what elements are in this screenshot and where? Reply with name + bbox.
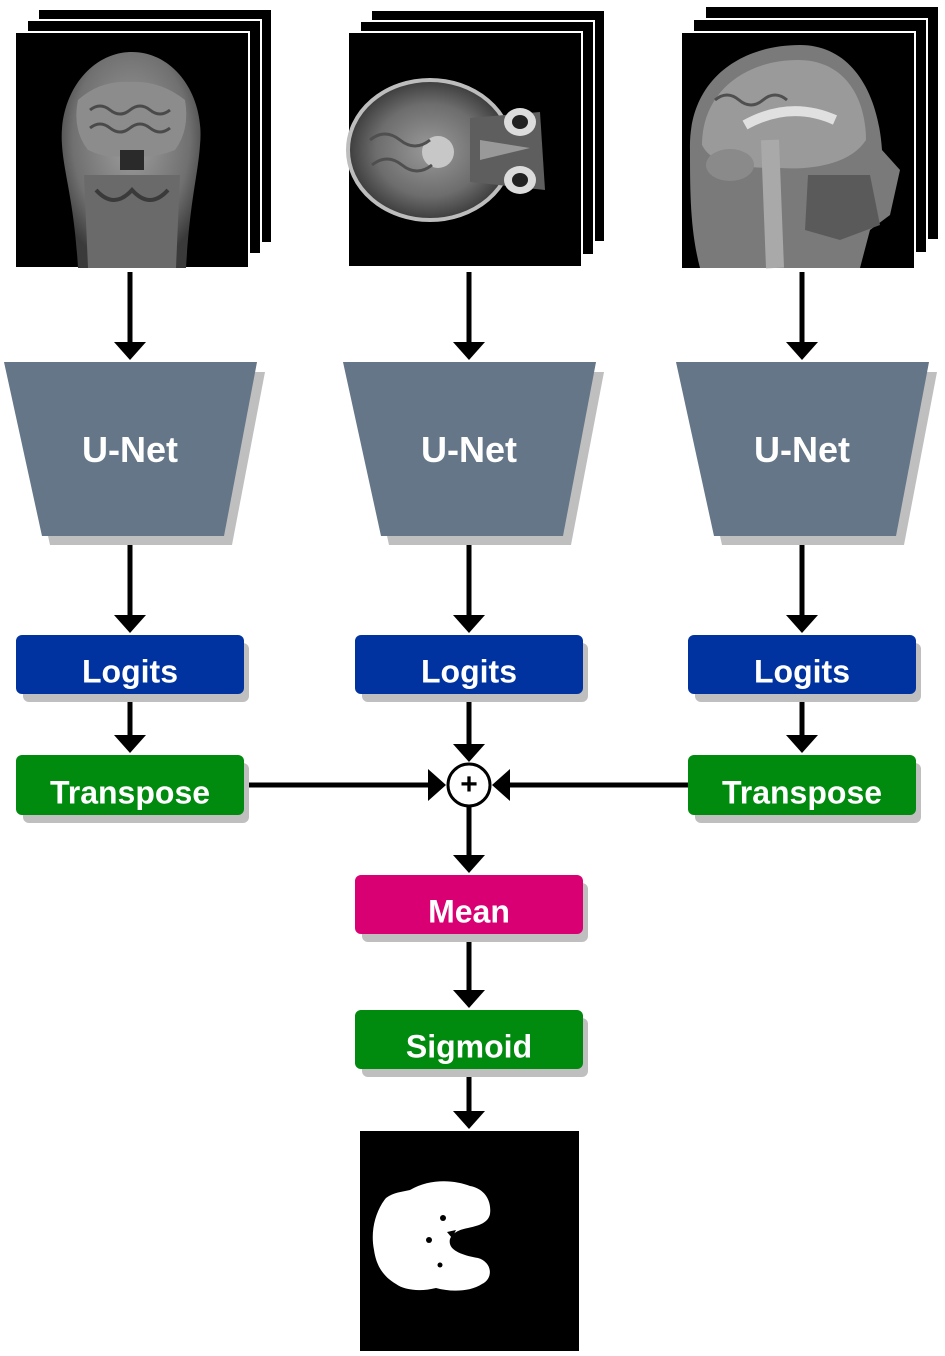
arrow-head xyxy=(453,990,485,1008)
logits-box-1: Logits xyxy=(16,635,249,702)
logits-box-2: Logits xyxy=(355,635,588,702)
arrow-head xyxy=(114,735,146,753)
flow-arrows xyxy=(114,272,818,1129)
arrow-sigmoid-to-output xyxy=(453,1069,485,1129)
arrow-head xyxy=(114,615,146,633)
sigmoid-box: Sigmoid xyxy=(355,1010,588,1077)
arrow-unet2-to-logits2 xyxy=(453,536,485,633)
arrow-head xyxy=(453,855,485,873)
axial-mri-stack xyxy=(346,9,606,268)
arrow-head xyxy=(492,769,510,801)
logits-label: Logits xyxy=(421,653,517,689)
unet-label: U-Net xyxy=(82,429,178,470)
arrow-sum-to-mean xyxy=(453,806,485,873)
coronal-brain-image xyxy=(61,52,201,268)
mean-label: Mean xyxy=(428,893,510,929)
transpose-label: Transpose xyxy=(722,774,882,810)
arrow-logits1-to-transpose1 xyxy=(114,694,146,753)
arrow-unet3-to-logits3 xyxy=(786,536,818,633)
arrow-head xyxy=(453,615,485,633)
unet-block-3: U-Net xyxy=(676,362,937,545)
sigmoid-label: Sigmoid xyxy=(406,1028,532,1064)
arrow-mri3-to-unet3 xyxy=(786,272,818,360)
transpose-label: Transpose xyxy=(50,774,210,810)
axial-brain-image xyxy=(346,78,545,222)
arrow-head xyxy=(786,615,818,633)
output-segmentation-mask xyxy=(360,1131,579,1351)
sagittal-mri-stack xyxy=(680,5,940,270)
arrow-head xyxy=(786,735,818,753)
sum-symbol: + xyxy=(460,768,478,801)
mean-box: Mean xyxy=(355,875,588,942)
unet-block-1: U-Net xyxy=(4,362,265,545)
sum-node: + xyxy=(446,762,492,808)
arrow-unet1-to-logits1 xyxy=(114,536,146,633)
transpose-box-1: Transpose xyxy=(16,755,249,823)
unet-block-2: U-Net xyxy=(343,362,604,545)
arrow-head xyxy=(428,769,446,801)
arrow-logits3-to-transpose3 xyxy=(786,694,818,753)
logits-label: Logits xyxy=(754,653,850,689)
arrow-mri2-to-unet2 xyxy=(453,272,485,360)
arrow-head xyxy=(453,1111,485,1129)
arrow-head xyxy=(453,342,485,360)
transpose-box-3: Transpose xyxy=(688,755,921,823)
arrow-head xyxy=(786,342,818,360)
unet-label: U-Net xyxy=(754,429,850,470)
arrow-logits2-to-sum xyxy=(453,694,485,762)
arrow-mean-to-sigmoid xyxy=(453,934,485,1008)
coronal-mri-stack xyxy=(14,8,273,269)
arrow-head xyxy=(453,744,485,762)
arrow-head xyxy=(114,342,146,360)
logits-box-3: Logits xyxy=(688,635,921,702)
logits-label: Logits xyxy=(82,653,178,689)
arrow-mri1-to-unet1 xyxy=(114,272,146,360)
sagittal-brain-image xyxy=(689,45,900,269)
unet-label: U-Net xyxy=(421,429,517,470)
arrow-transpose1-to-sum xyxy=(244,769,446,801)
arrow-transpose3-to-sum xyxy=(492,769,688,801)
